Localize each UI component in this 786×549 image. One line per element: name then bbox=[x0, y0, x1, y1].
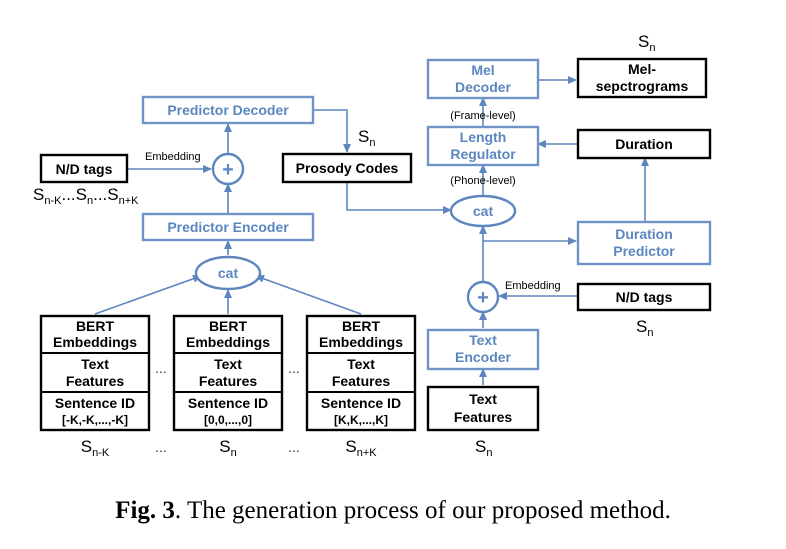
ellipsis-between-blocks: ... bbox=[155, 360, 167, 376]
label-s-n-nd-tags: Sn bbox=[636, 317, 653, 339]
edge-prosody-to-cat bbox=[346, 182, 452, 214]
text-features-line2: Features bbox=[66, 373, 125, 389]
plus-node-right: + bbox=[466, 280, 500, 314]
text-features-right-line2: Features bbox=[454, 409, 513, 425]
bert-label-line2: Embeddings bbox=[53, 334, 137, 350]
bert-label-line2: Embeddings bbox=[186, 334, 270, 350]
mel-spectrograms-box bbox=[576, 57, 708, 99]
cat-node-right: cat bbox=[449, 194, 517, 228]
sentence-block-current: BERT Embeddings Text Features Sentence I… bbox=[172, 314, 284, 432]
sentence-id-value: [-K,-K,...,-K] bbox=[62, 413, 128, 427]
nd-tags-box-left bbox=[39, 153, 129, 184]
plus-symbol: + bbox=[477, 287, 489, 309]
label-s-n-output: Sn bbox=[638, 32, 655, 54]
sentence-block-frame bbox=[172, 314, 284, 432]
nd-tags-label-right: N/D tags bbox=[616, 289, 673, 305]
sentence-block-prev: BERT Embeddings Text Features Sentence I… bbox=[39, 314, 151, 432]
diagram-canvas: Embedding Embedding (Frame-level) (Phone… bbox=[33, 32, 712, 459]
label-s-n-text-features: Sn bbox=[475, 437, 492, 459]
duration-predictor-box bbox=[576, 220, 712, 266]
figure-caption-text: . The generation process of our proposed… bbox=[174, 497, 671, 524]
mel-decoder-line1: Mel bbox=[471, 62, 494, 78]
bert-label-line1: BERT bbox=[76, 318, 115, 334]
predictor-encoder-label: Predictor Encoder bbox=[167, 219, 289, 235]
text-features-right-line1: Text bbox=[469, 391, 497, 407]
sentence-block-next: BERT Embeddings Text Features Sentence I… bbox=[305, 314, 417, 432]
mel-decoder-line2: Decoder bbox=[455, 79, 512, 95]
text-features-box-right bbox=[426, 385, 540, 432]
figure-caption-label: Fig. 3 bbox=[115, 497, 175, 524]
prosody-codes-box bbox=[281, 152, 413, 184]
text-encoder-line1: Text bbox=[469, 332, 497, 348]
nd-tags-box-right bbox=[576, 282, 712, 312]
mel-spectrograms-line1: Mel- bbox=[628, 61, 656, 77]
edge-bert-prev-to-cat bbox=[94, 274, 202, 315]
predictor-decoder-box bbox=[141, 95, 315, 125]
duration-predictor-line1: Duration bbox=[615, 226, 673, 242]
text-features-line2: Features bbox=[332, 373, 391, 389]
sentence-id-value: [0,0,...,0] bbox=[204, 413, 252, 427]
sentence-id-label: Sentence ID bbox=[55, 395, 135, 411]
sentence-block-frame bbox=[39, 314, 151, 432]
figure-caption: Fig. 3. The generation process of our pr… bbox=[0, 497, 786, 525]
duration-box bbox=[576, 128, 712, 160]
nd-tags-context-range: Sn-K...Sn...Sn+K bbox=[33, 185, 139, 207]
mel-decoder-box bbox=[426, 58, 540, 100]
label-s-n-minus-k: Sn-K bbox=[81, 437, 110, 459]
sentence-id-value: [K,K,...,K] bbox=[334, 413, 388, 427]
mel-spectrograms-line2: sepctrograms bbox=[596, 78, 689, 94]
length-regulator-line2: Regulator bbox=[450, 146, 516, 162]
nd-tags-label-left: N/D tags bbox=[56, 161, 113, 177]
bert-label-line1: BERT bbox=[209, 318, 248, 334]
edge-label-embedding-right: Embedding bbox=[505, 280, 561, 292]
text-features-line1: Text bbox=[81, 356, 109, 372]
duration-predictor-line2: Predictor bbox=[613, 243, 675, 259]
label-s-n-decoder: Sn bbox=[358, 127, 375, 149]
text-encoder-box bbox=[426, 328, 540, 371]
sentence-block-frame bbox=[305, 314, 417, 432]
text-features-line1: Text bbox=[214, 356, 242, 372]
edge-label-frame-level: (Frame-level) bbox=[450, 110, 515, 122]
plus-symbol: + bbox=[222, 159, 234, 181]
sentence-id-label: Sentence ID bbox=[321, 395, 401, 411]
ellipsis-under-blocks: ... bbox=[288, 439, 300, 455]
edges bbox=[94, 76, 649, 385]
text-features-line1: Text bbox=[347, 356, 375, 372]
plus-node-left: + bbox=[211, 152, 245, 186]
cat-label: cat bbox=[473, 203, 494, 219]
edge-label-embedding-left: Embedding bbox=[145, 151, 201, 163]
edge-label-phone-level: (Phone-level) bbox=[450, 175, 515, 187]
prosody-codes-label: Prosody Codes bbox=[296, 160, 399, 176]
bert-label-line1: BERT bbox=[342, 318, 381, 334]
text-encoder-line2: Encoder bbox=[455, 349, 512, 365]
cat-node-left: cat bbox=[194, 255, 262, 291]
cat-label: cat bbox=[218, 265, 239, 281]
text-features-line2: Features bbox=[199, 373, 258, 389]
bert-label-line2: Embeddings bbox=[319, 334, 403, 350]
duration-label: Duration bbox=[615, 136, 673, 152]
ellipsis-between-blocks: ... bbox=[288, 360, 300, 376]
sentence-id-label: Sentence ID bbox=[188, 395, 268, 411]
length-regulator-line1: Length bbox=[460, 129, 507, 145]
length-regulator-box bbox=[426, 125, 540, 167]
predictor-encoder-box bbox=[141, 212, 315, 242]
label-s-n: Sn bbox=[219, 437, 236, 459]
edge-bert-next-to-cat bbox=[255, 274, 362, 315]
ellipsis-under-blocks: ... bbox=[155, 439, 167, 455]
edge-decoder-to-prosody bbox=[313, 109, 351, 153]
label-s-n-plus-k: Sn+K bbox=[345, 437, 377, 459]
predictor-decoder-label: Predictor Decoder bbox=[167, 102, 289, 118]
